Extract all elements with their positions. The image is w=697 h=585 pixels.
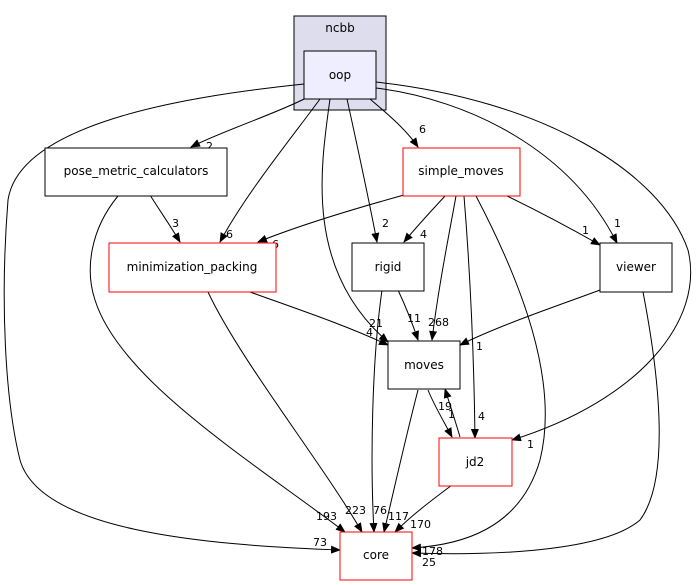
edge-label: 2 bbox=[382, 217, 389, 230]
edge-label: 19 bbox=[438, 400, 452, 413]
edge-oop-rigid[interactable] bbox=[346, 98, 380, 243]
node-label: moves bbox=[404, 358, 444, 372]
edge-label: 21 bbox=[369, 317, 383, 330]
edge-minimization-packing-moves[interactable] bbox=[249, 291, 389, 346]
node-label: viewer bbox=[616, 260, 656, 274]
edge-label: 178 bbox=[422, 545, 443, 558]
edge-label: 3 bbox=[172, 217, 179, 230]
edge-label: 6 bbox=[226, 228, 233, 241]
node-label: core bbox=[363, 548, 389, 562]
edge-simple-moves-viewer[interactable] bbox=[504, 194, 601, 246]
edge-viewer-moves[interactable] bbox=[459, 289, 601, 346]
edge-label: 1 bbox=[614, 217, 621, 230]
edge-oop-simple-moves[interactable] bbox=[369, 98, 419, 148]
edge-rigid-core[interactable] bbox=[369, 289, 383, 533]
edge-minimization-packing-core[interactable] bbox=[207, 291, 363, 533]
edge-moves-jd2[interactable] bbox=[427, 389, 453, 438]
node-core[interactable]: core bbox=[339, 531, 413, 581]
edge-pose-metric-calculators-core[interactable] bbox=[89, 195, 346, 533]
edge-label: 1 bbox=[476, 340, 483, 353]
node-label: minimization_packing bbox=[127, 260, 258, 274]
edge-label: 1 bbox=[527, 438, 534, 451]
edge-pose-metric-calculators-minimization-packing[interactable] bbox=[149, 194, 181, 243]
node-label: simple_moves bbox=[418, 164, 503, 178]
edge-oop-pose-metric-calculators[interactable] bbox=[190, 97, 307, 148]
edge-label: 25 bbox=[422, 556, 436, 569]
node-moves[interactable]: moves bbox=[387, 340, 461, 390]
edge-label: 73 bbox=[313, 536, 327, 549]
edge-simple-moves-rigid[interactable] bbox=[403, 194, 447, 243]
node-simple-moves[interactable]: simple_moves bbox=[402, 147, 521, 197]
edge-jd2-moves[interactable] bbox=[443, 388, 461, 438]
edge-label: 223 bbox=[345, 504, 366, 517]
edge-simple-moves-core[interactable] bbox=[411, 195, 546, 552]
edge-oop-jd2[interactable] bbox=[375, 81, 692, 442]
edge-label: 193 bbox=[316, 510, 337, 523]
node-label: oop bbox=[329, 68, 351, 82]
edge-simple-moves-minimization-packing[interactable] bbox=[257, 194, 405, 243]
node-label: pose_metric_calculators bbox=[64, 164, 209, 178]
cluster-label: ncbb bbox=[325, 21, 354, 35]
node-label: rigid bbox=[375, 260, 402, 274]
node-oop[interactable]: oop bbox=[303, 50, 377, 100]
node-viewer[interactable]: viewer bbox=[599, 242, 673, 293]
edge-label: 11 bbox=[407, 312, 421, 325]
edge-label: 4 bbox=[420, 228, 427, 241]
edge-label: 6 bbox=[419, 123, 426, 136]
node-minimization-packing[interactable]: minimization_packing bbox=[108, 242, 277, 293]
edge-oop-viewer[interactable] bbox=[375, 87, 618, 244]
edge-rigid-moves[interactable] bbox=[397, 289, 419, 341]
node-label: jd2 bbox=[465, 455, 485, 469]
node-pose-metric-calculators[interactable]: pose_metric_calculators bbox=[44, 147, 228, 197]
edge-simple-moves-moves[interactable] bbox=[429, 195, 457, 341]
edge-simple-moves-jd2[interactable] bbox=[463, 195, 479, 439]
edge-viewer-core[interactable] bbox=[411, 291, 660, 558]
edge-label: 117 bbox=[388, 510, 409, 523]
edge-label: 4 bbox=[366, 326, 373, 339]
node-rigid[interactable]: rigid bbox=[351, 242, 425, 292]
edge-oop-minimization-packing[interactable] bbox=[219, 98, 321, 243]
edge-label: 1 bbox=[448, 408, 455, 421]
edge-moves-core[interactable] bbox=[382, 389, 419, 533]
edge-labels: 2 6 6 2 21 1 1 73 3 193 6 4 1 268 4 178 … bbox=[172, 123, 621, 569]
edge-oop-moves[interactable] bbox=[321, 98, 389, 343]
node-jd2[interactable]: jd2 bbox=[438, 437, 513, 487]
edge-label: 76 bbox=[373, 504, 387, 517]
edge-label: 2 bbox=[206, 140, 213, 153]
edges bbox=[3, 81, 692, 558]
edge-label: 170 bbox=[410, 518, 431, 531]
edge-label: 1 bbox=[582, 224, 589, 237]
edge-label: 268 bbox=[428, 316, 449, 329]
edge-label: 4 bbox=[478, 410, 485, 423]
edge-oop-core[interactable] bbox=[3, 83, 341, 554]
edge-jd2-core[interactable] bbox=[394, 484, 453, 533]
